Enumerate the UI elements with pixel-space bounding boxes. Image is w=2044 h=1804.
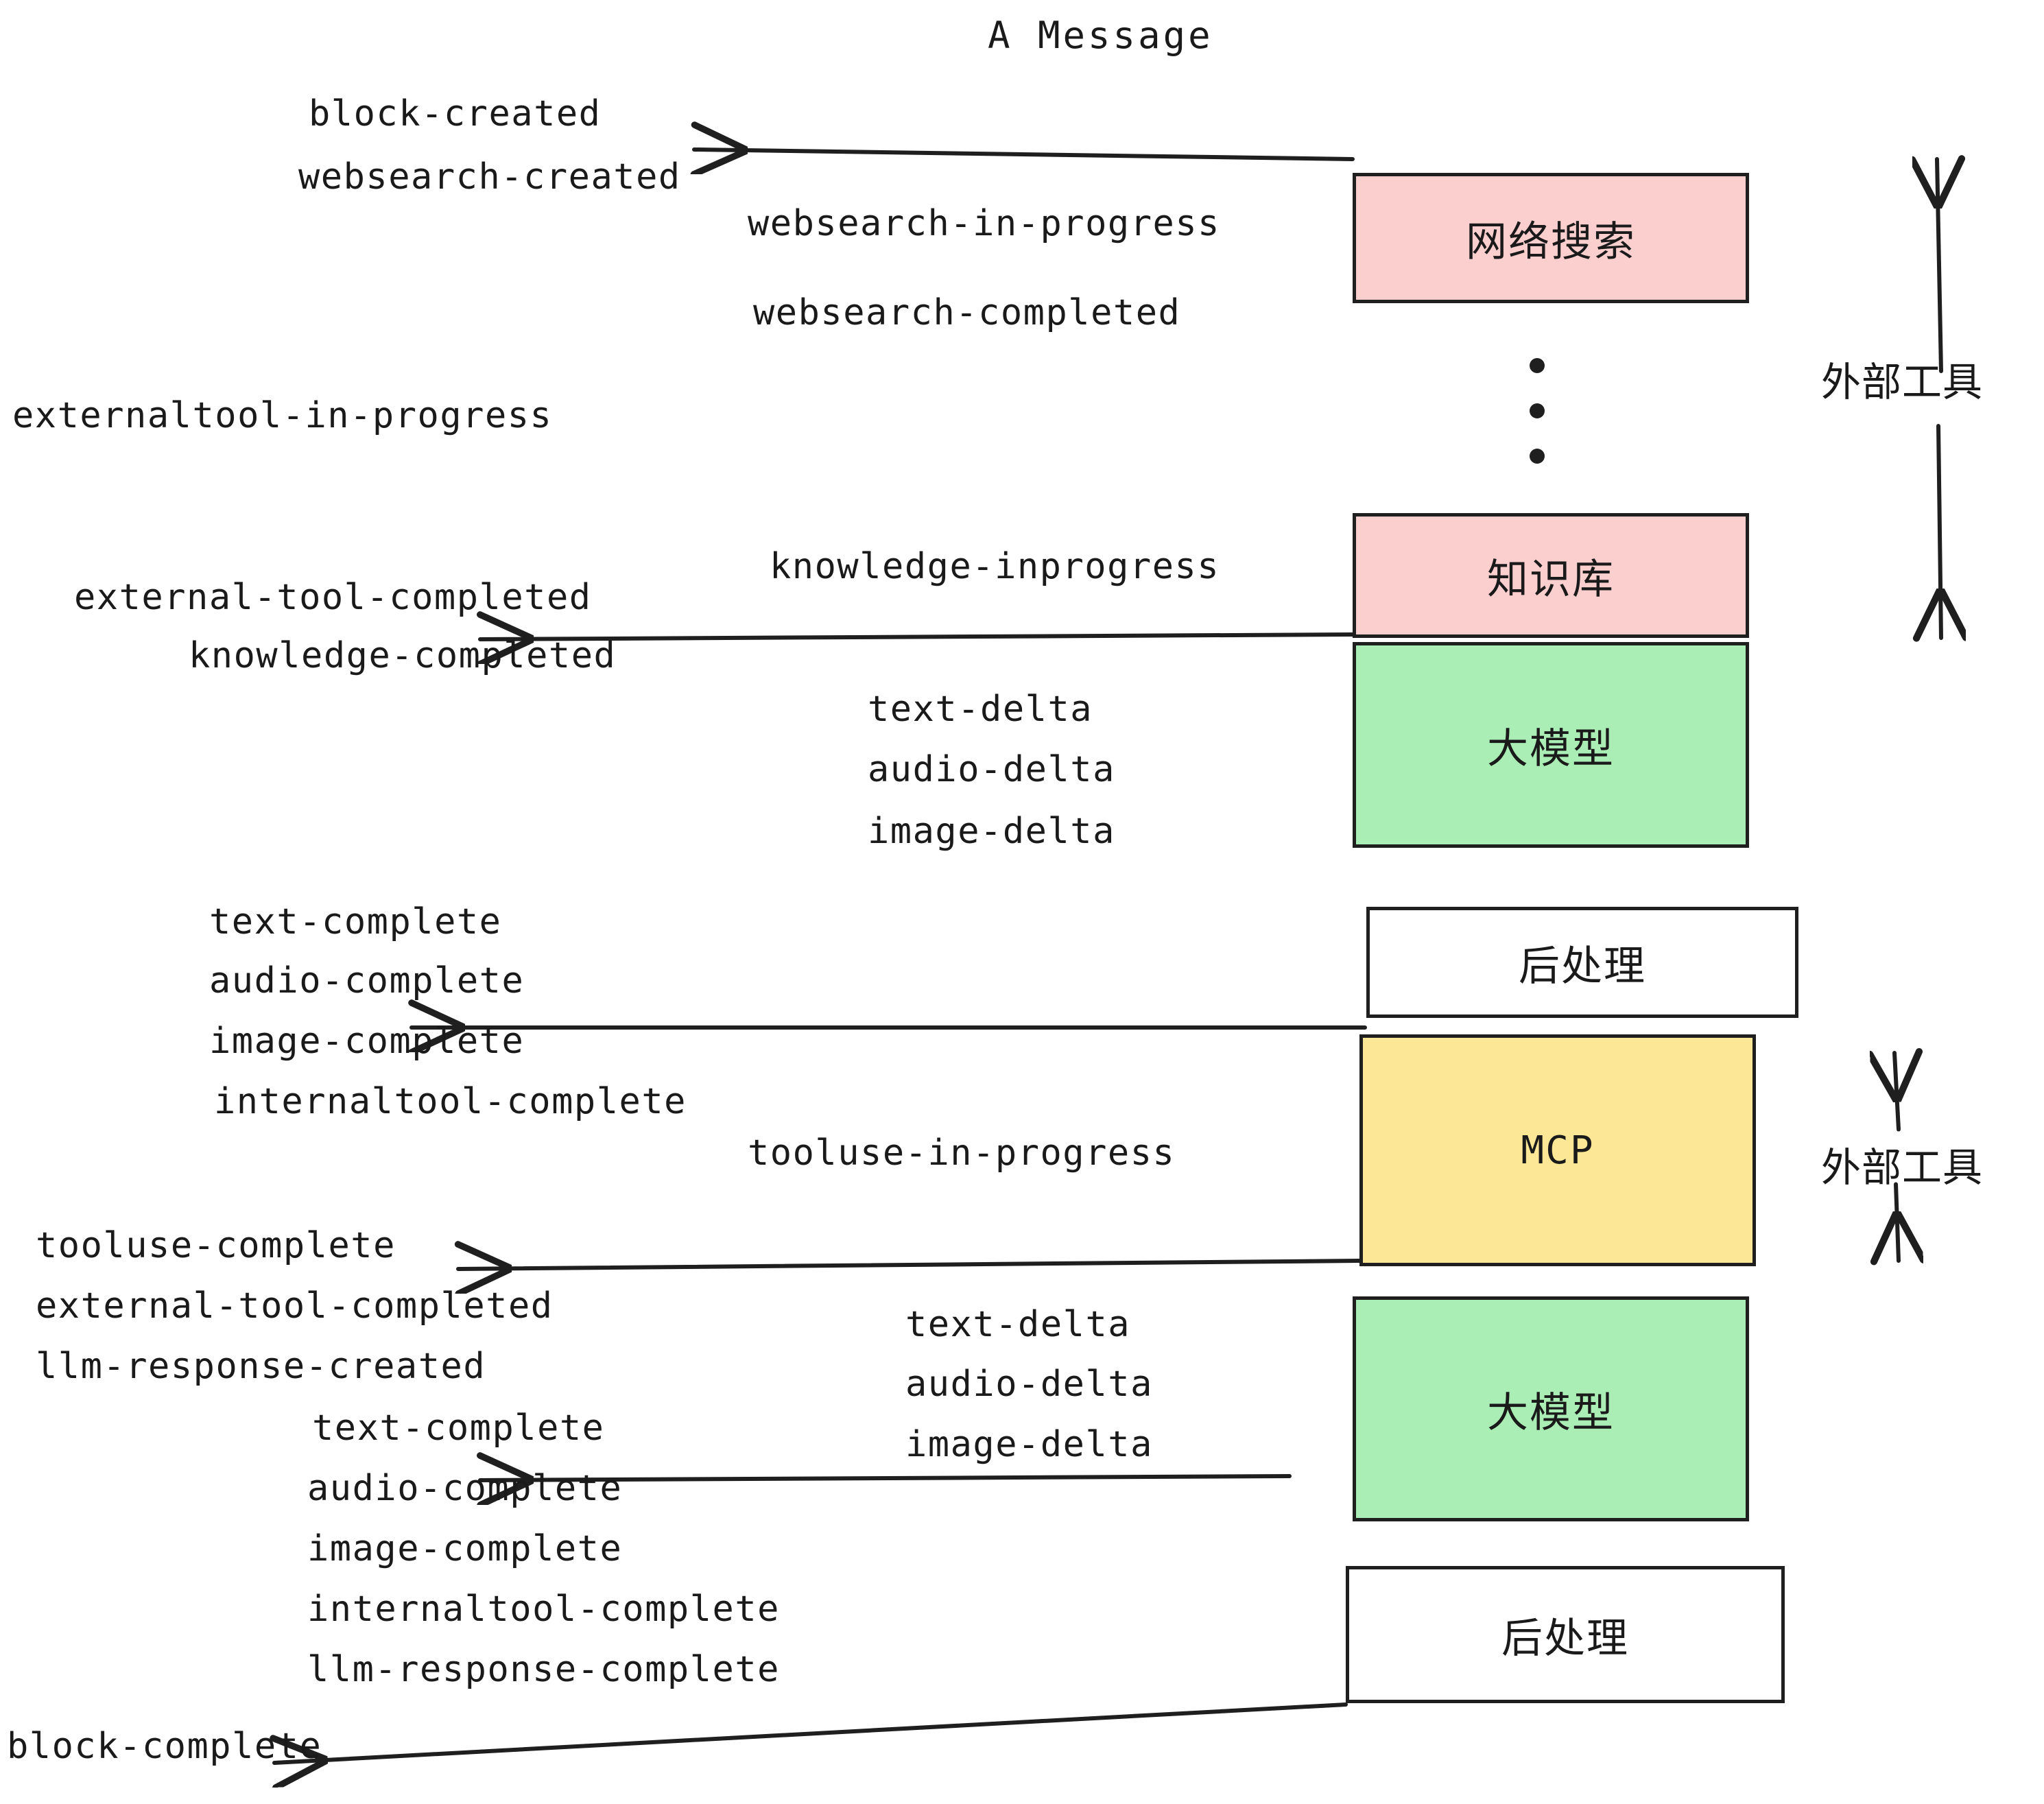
double-arrow-lower-down xyxy=(1896,1182,1899,1261)
process-box-postprocess-box-2: 后处理 xyxy=(1346,1566,1785,1703)
process-box-postprocess-box-1: 后处理 xyxy=(1366,907,1798,1018)
event-label-text-delta-1: text-delta xyxy=(868,689,1093,730)
event-label-image-delta-2: image-delta xyxy=(905,1424,1153,1465)
page-title: A Message xyxy=(988,14,1213,57)
event-label-websearch-completed: websearch-completed xyxy=(753,292,1181,333)
side-label-external-tools-lower: 外部工具 xyxy=(1821,1144,1984,1191)
arrow-mcp-to-events xyxy=(458,1261,1362,1269)
ellipsis-dot-2 xyxy=(1530,403,1545,418)
double-arrow-lower-up xyxy=(1894,1053,1899,1132)
event-label-internaltool-complete-1: internaltool-complete xyxy=(214,1081,687,1122)
double-arrow-upper-up xyxy=(1937,159,1941,373)
event-label-audio-delta-1: audio-delta xyxy=(868,749,1115,790)
event-label-image-complete-2: image-complete xyxy=(307,1528,623,1569)
ellipsis-dot-1 xyxy=(1530,358,1545,373)
event-label-audio-complete-1: audio-complete xyxy=(209,960,525,1001)
event-label-block-created: block-created xyxy=(309,93,602,134)
event-label-external-tool-completed-2: external-tool-completed xyxy=(36,1285,554,1327)
event-label-audio-delta-2: audio-delta xyxy=(905,1364,1153,1405)
event-label-externaltool-in-progress: externaltool-in-progress xyxy=(12,395,553,436)
event-label-websearch-created: websearch-created xyxy=(298,156,681,198)
process-box-llm-box-2: 大模型 xyxy=(1353,1296,1749,1521)
double-arrow-upper-down xyxy=(1938,424,1941,638)
event-label-llm-response-created: llm-response-created xyxy=(36,1346,486,1387)
side-label-external-tools-upper: 外部工具 xyxy=(1821,359,1984,405)
event-label-knowledge-inprogress: knowledge-inprogress xyxy=(770,546,1220,587)
event-label-image-delta-1: image-delta xyxy=(868,811,1115,852)
process-box-knowledge-box: 知识库 xyxy=(1353,513,1749,638)
process-box-mcp-box: MCP xyxy=(1359,1034,1756,1266)
event-label-text-delta-2: text-delta xyxy=(905,1304,1131,1345)
event-label-text-complete-2: text-complete xyxy=(312,1408,605,1449)
event-label-tooluse-in-progress: tooluse-in-progress xyxy=(748,1132,1176,1174)
event-label-llm-response-complete: llm-response-complete xyxy=(307,1649,780,1690)
event-label-text-complete-1: text-complete xyxy=(209,901,502,942)
event-label-image-complete-1: image-complete xyxy=(209,1021,525,1062)
event-label-audio-complete-2: audio-complete xyxy=(307,1468,623,1509)
arrow-postprocess2-to-block xyxy=(274,1702,1348,1763)
event-label-external-tool-completed-1: external-tool-completed xyxy=(74,577,592,618)
event-label-websearch-in-progress: websearch-in-progress xyxy=(748,203,1220,244)
event-label-tooluse-complete: tooluse-complete xyxy=(36,1225,396,1266)
ellipsis-dot-3 xyxy=(1530,449,1545,464)
arrow-websearch-to-events xyxy=(694,150,1355,159)
event-label-block-complete: block-complete xyxy=(7,1726,322,1767)
process-box-llm-box-1: 大模型 xyxy=(1353,642,1749,848)
process-box-websearch-box: 网络搜索 xyxy=(1353,173,1749,303)
event-label-knowledge-completed: knowledge-completed xyxy=(189,635,617,676)
event-label-internaltool-complete-2: internaltool-complete xyxy=(307,1589,780,1630)
